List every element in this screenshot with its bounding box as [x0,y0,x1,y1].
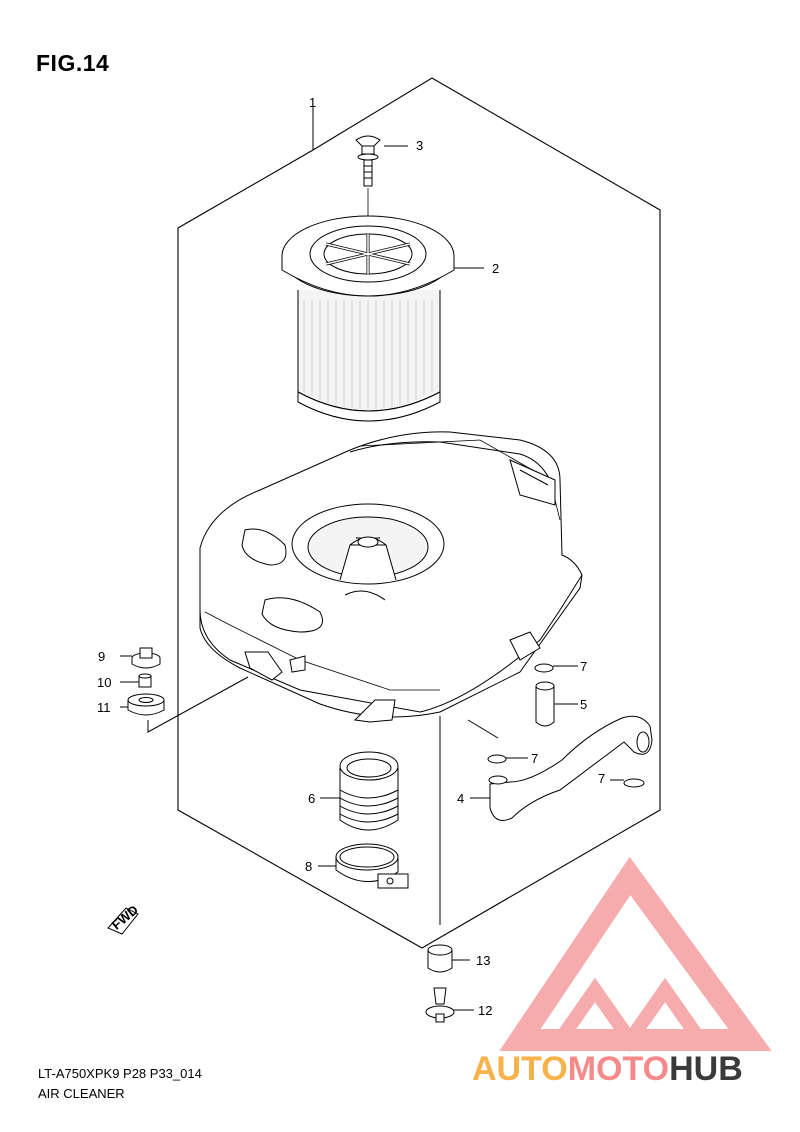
model-code: LT-A750XPK9 P28 P33_014 [38,1066,202,1081]
collar-part-10 [120,673,152,688]
assembly-outline [177,77,661,949]
drain-plug-part-12 [425,987,474,1023]
callout-12: 12 [478,1003,492,1018]
callout-11: 11 [97,700,111,715]
callout-2: 2 [492,261,499,276]
intake-duct-part-6 [320,751,399,831]
clamp-part-7 [487,663,645,788]
callout-4: 4 [457,791,464,806]
watermark-auto: AUTO [472,1050,568,1088]
section-name: AIR CLEANER [38,1086,125,1101]
callout-7a: 7 [580,659,587,674]
callout-numbers: 1 2 3 4 5 6 7 7 7 8 9 10 11 12 13 [97,95,605,1018]
filter-element-part-2 [281,215,455,422]
callout-7b: 7 [531,751,538,766]
watermark-moto: MOTO [567,1050,670,1088]
bolt-part-9 [120,647,161,669]
figure-title: FIG.14 [36,50,110,76]
callout-5: 5 [580,697,587,712]
watermark-text: AUTOMOTOHUB [472,1050,743,1089]
callout-3: 3 [416,138,423,153]
callout-9: 9 [98,649,105,664]
grommet-part-11 [120,693,165,716]
callout-13: 13 [476,953,490,968]
callout-6: 6 [308,791,315,806]
hose-part-4 [470,715,653,821]
callout-10: 10 [97,675,111,690]
grommet-part-13 [427,944,470,973]
callout-8: 8 [305,859,312,874]
hose-part-5 [535,681,578,727]
assembly-leader-lines [147,104,499,925]
air-cleaner-case [199,431,583,723]
fwd-arrow-icon: FWD [107,902,141,935]
callout-1: 1 [309,95,316,110]
hose-clamp-part-8 [318,843,409,889]
watermark-hub: HUB [669,1050,743,1088]
callout-7c: 7 [598,771,605,786]
watermark-logo [499,856,772,1053]
